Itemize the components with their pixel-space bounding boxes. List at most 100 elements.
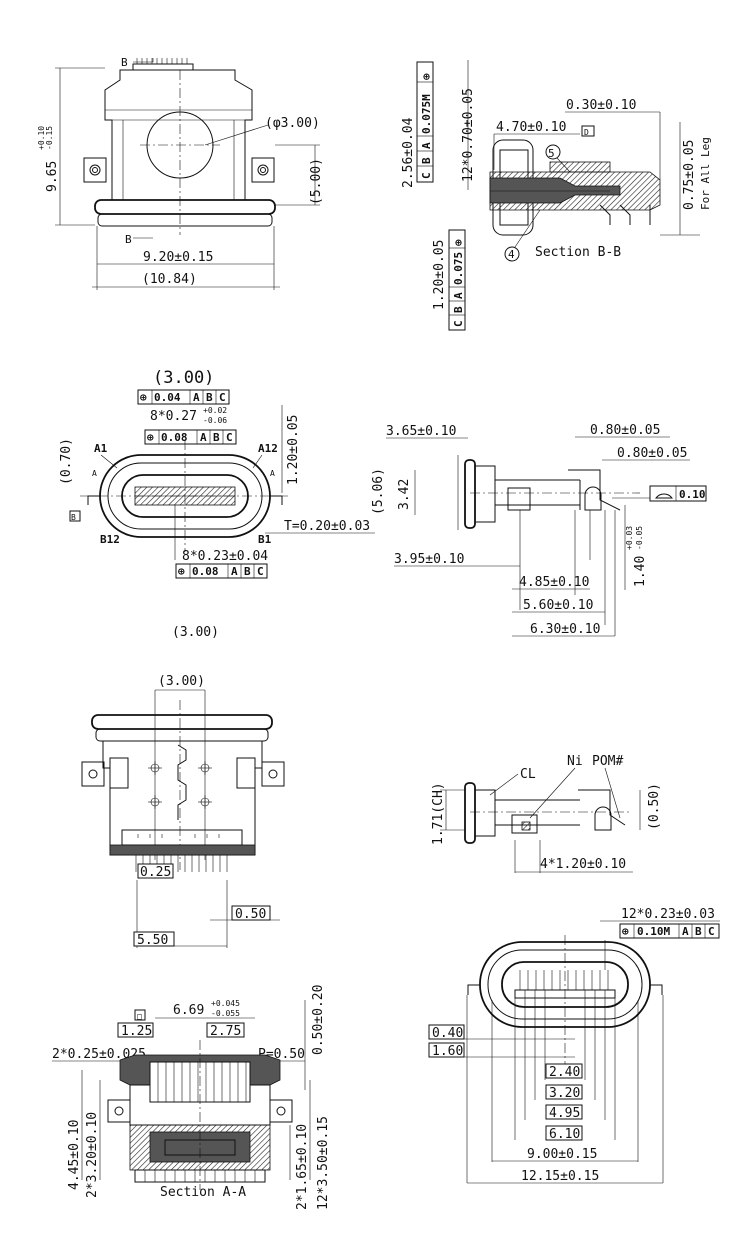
dim-8x027: 8*0.27 xyxy=(150,409,197,424)
dim-width-1084: (10.84) xyxy=(142,272,197,287)
dim-080-a: 0.80±0.05 xyxy=(590,423,660,438)
label-a12: A12 xyxy=(258,442,278,455)
dim-160: 1.60 xyxy=(432,1044,463,1059)
flat-symbol: □ xyxy=(137,1012,142,1021)
dim-495: 4.95 xyxy=(549,1106,580,1121)
dim-thickness: T=0.20±0.03 xyxy=(284,519,370,534)
section-a-a-title: Section A-A xyxy=(160,1185,246,1200)
dim-075: 0.75±0.05 xyxy=(682,140,697,210)
dim-050-side2: (0.50) xyxy=(647,783,662,830)
label-a-right: A xyxy=(270,469,275,478)
gdt1-datum-c: C xyxy=(420,172,433,179)
dim-300-front: (3.00) xyxy=(153,368,214,388)
gdt2-symbol: ⊕ xyxy=(452,239,465,246)
section-b-b-title: Section B-B xyxy=(535,245,621,260)
tol140-dn: -0.05 xyxy=(635,526,644,550)
side-view: 3.65±0.10 0.80±0.05 0.80±0.05 (5.06) 3.4… xyxy=(371,423,707,637)
dim-560: 5.60±0.10 xyxy=(523,598,593,613)
dim-365: 3.65±0.10 xyxy=(386,424,456,439)
label-b12: B12 xyxy=(100,533,120,546)
fcf2-b: B xyxy=(213,431,220,444)
fcf3-c: C xyxy=(257,565,264,578)
top-view: B B 9.65 +0.10 -0.15 (φ3.00) (5.00) 9.20… xyxy=(37,56,324,290)
tol140-up: +0.03 xyxy=(625,526,634,550)
dim-070: (0.70) xyxy=(59,438,74,485)
dim-12x070: 12*0.70±0.05 xyxy=(461,88,476,182)
dim-300-bottom: (3.00) xyxy=(158,674,205,689)
fcf2-value: 0.08 xyxy=(161,431,188,444)
gdt2-datum-a: A xyxy=(452,292,465,299)
dim-height: 9.65 xyxy=(45,161,60,192)
dim-120-b: 1.20±0.05 xyxy=(432,240,447,310)
fcf4-symbol: ⊕ xyxy=(622,925,629,938)
dim-320: 3.20 xyxy=(549,1086,580,1101)
dim-width-920: 9.20±0.15 xyxy=(143,250,213,265)
tol669-dn: -0.055 xyxy=(211,1009,240,1018)
label-cl: CL xyxy=(520,767,536,782)
section-mark-b-bottom: B xyxy=(125,233,132,246)
dim-125: 1.25 xyxy=(121,1024,152,1039)
gdt2-datum-c: C xyxy=(452,320,465,327)
fcf2-symbol: ⊕ xyxy=(147,431,154,444)
dim-275: 2.75 xyxy=(210,1024,241,1039)
front-view: (3.00) ⊕ 0.04 A B C 8*0.27 +0.02 -0.06 ⊕… xyxy=(59,368,375,640)
gdt2-value: 0.075 xyxy=(452,252,465,285)
dim-900: 9.00±0.15 xyxy=(527,1147,597,1162)
flatness-value: 0.10 xyxy=(679,488,706,501)
section-mark-b-top: B xyxy=(121,56,128,69)
bubble-5: 5 xyxy=(548,147,555,160)
tol027-up: +0.02 xyxy=(203,406,227,415)
dim-12x350: 12*3.50±0.15 xyxy=(316,1116,331,1210)
dim-171ch: 1.71(CH) xyxy=(431,782,446,845)
section-a-a-view: □ 6.69 +0.045 -0.055 1.25 2.75 2*0.25±0.… xyxy=(52,985,331,1210)
dim-445: 4.45±0.10 xyxy=(67,1120,82,1190)
label-b1: B1 xyxy=(258,533,272,546)
dim-height-tol-up: +0.10 xyxy=(37,126,46,150)
fcf3-value: 0.08 xyxy=(192,565,219,578)
fcf2-a: A xyxy=(200,431,207,444)
bottom-view: (3.00) xyxy=(81,674,285,948)
fcf4-c: C xyxy=(708,925,715,938)
for-all-leg: For All Leg xyxy=(699,137,712,210)
dim-300-ref: (3.00) xyxy=(172,625,219,640)
dim-050-bottom: 0.50 xyxy=(235,907,266,922)
flag-d: D xyxy=(584,128,589,137)
fcf4-b: B xyxy=(695,925,702,938)
dim-342: 3.42 xyxy=(397,479,412,510)
fcf1-a: A xyxy=(193,391,200,404)
dim-140: 1.40 xyxy=(633,556,648,587)
gdt1-value: 0.075M xyxy=(420,94,433,134)
dim-2x165: 2*1.65±0.10 xyxy=(295,1124,310,1210)
dim-030: 0.30±0.10 xyxy=(566,98,636,113)
dim-2x320: 2*3.20±0.10 xyxy=(85,1112,100,1198)
section-b-b-view: ⊕ 0.075M A B C 2.56±0.04 12*0.70±0.05 5 … xyxy=(401,60,712,331)
dim-395: 3.95±0.10 xyxy=(394,552,464,567)
dim-12x023: 12*0.23±0.03 xyxy=(621,907,715,922)
fcf1-b: B xyxy=(206,391,213,404)
dim-040: 0.40 xyxy=(432,1026,463,1041)
dim-256: 2.56±0.04 xyxy=(401,117,416,188)
side-view-2: 1.71(CH) CL Ni POM# (0.50) 4*1.20±0.10 xyxy=(431,754,662,873)
dim-550: 5.50 xyxy=(137,933,168,948)
dim-height-tol-dn: -0.15 xyxy=(45,126,54,150)
fcf4-value: 0.10M xyxy=(637,925,670,938)
front-view-2: 12*0.23±0.03 ⊕ 0.10M A B C 0.40 1.60 xyxy=(428,907,720,1184)
dim-025-bottom: 0.25 xyxy=(140,865,171,880)
dim-080-b: 0.80±0.05 xyxy=(617,446,687,461)
datum-b: B xyxy=(71,513,76,522)
fcf1-symbol: ⊕ xyxy=(140,391,147,404)
fcf1-value: 0.04 xyxy=(154,391,181,404)
bubble-4: 4 xyxy=(508,248,515,261)
fcf3-b: B xyxy=(244,565,251,578)
dim-485: 4.85±0.10 xyxy=(519,575,589,590)
dim-4x120: 4*1.20±0.10 xyxy=(540,857,626,872)
fcf1-c: C xyxy=(219,391,226,404)
dim-050-a: 0.50±0.20 xyxy=(311,985,326,1055)
dim-2x025: 2*0.25±0.025 xyxy=(52,1047,146,1062)
dim-1215: 12.15±0.15 xyxy=(521,1169,599,1184)
fcf2-c: C xyxy=(226,431,233,444)
gdt2-datum-b: B xyxy=(452,306,465,313)
dim-630: 6.30±0.10 xyxy=(530,622,600,637)
gdt1-datum-a: A xyxy=(420,142,433,149)
